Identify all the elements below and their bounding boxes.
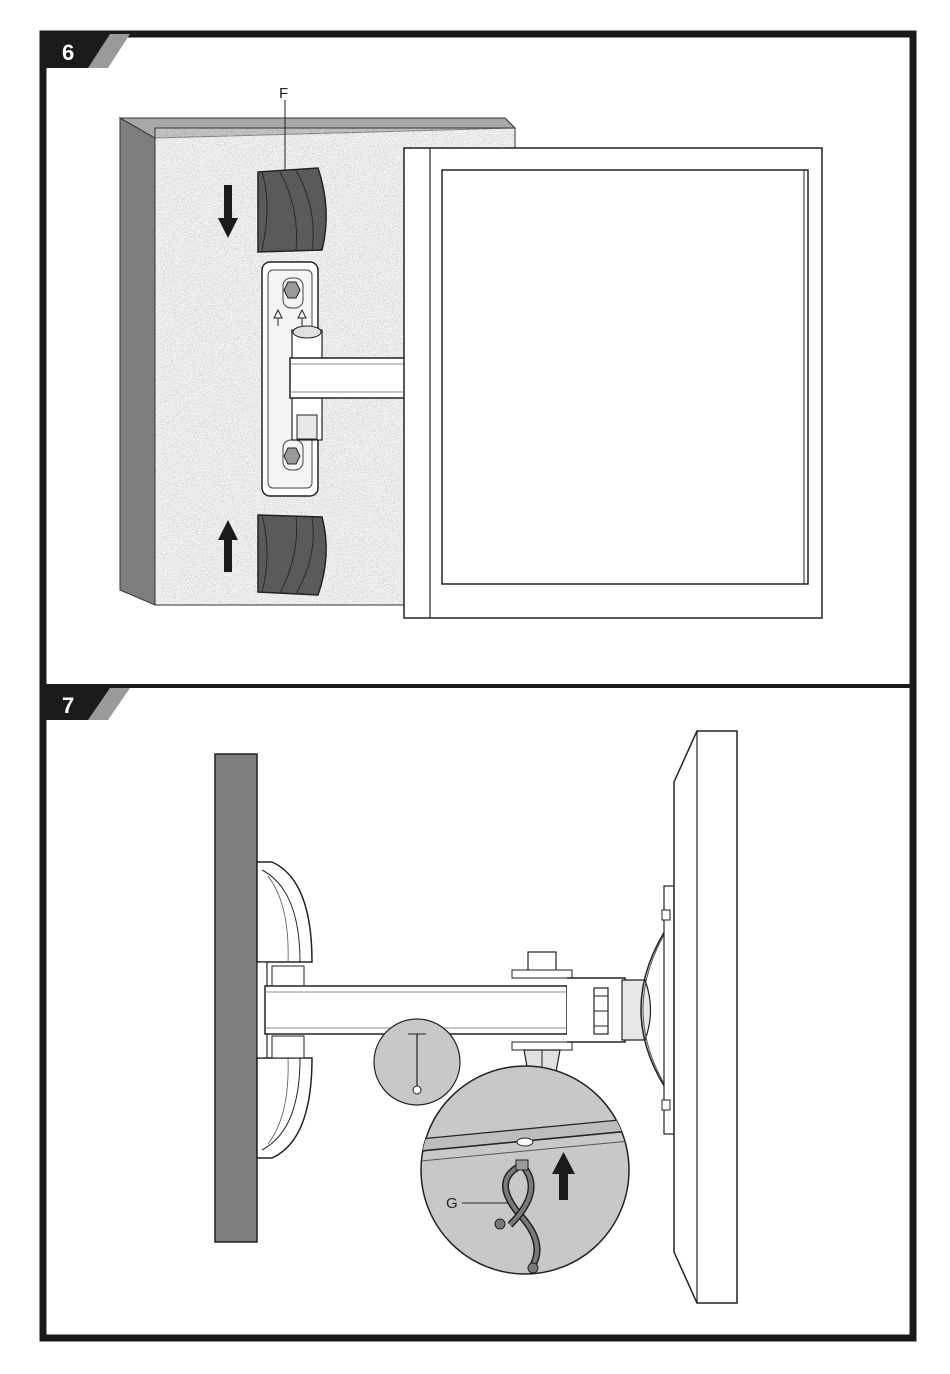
wall-side-view [215,754,257,1242]
wall-pad-upper [258,168,326,252]
wall-side-face [120,118,155,605]
callout-f-label: F [279,85,288,102]
tv-rear [404,148,822,618]
callout-g-label: G [446,1195,458,1212]
pad-side-upper [257,862,312,962]
step-6-number: 6 [62,40,74,65]
mount-arm [290,358,410,398]
zoom-detail-large: G [410,1066,640,1274]
pad-side-lower [257,1058,312,1158]
tv-side-view [674,731,737,1303]
wall-pad-lower [258,515,326,595]
step-7-number: 7 [62,693,74,718]
step-7-diagram: G [215,731,737,1303]
step-7-tab: 7 [43,688,130,720]
step-6-tab: 6 [43,34,130,68]
zoom-detail-small [374,1019,460,1105]
step-6-diagram: F [120,85,822,618]
